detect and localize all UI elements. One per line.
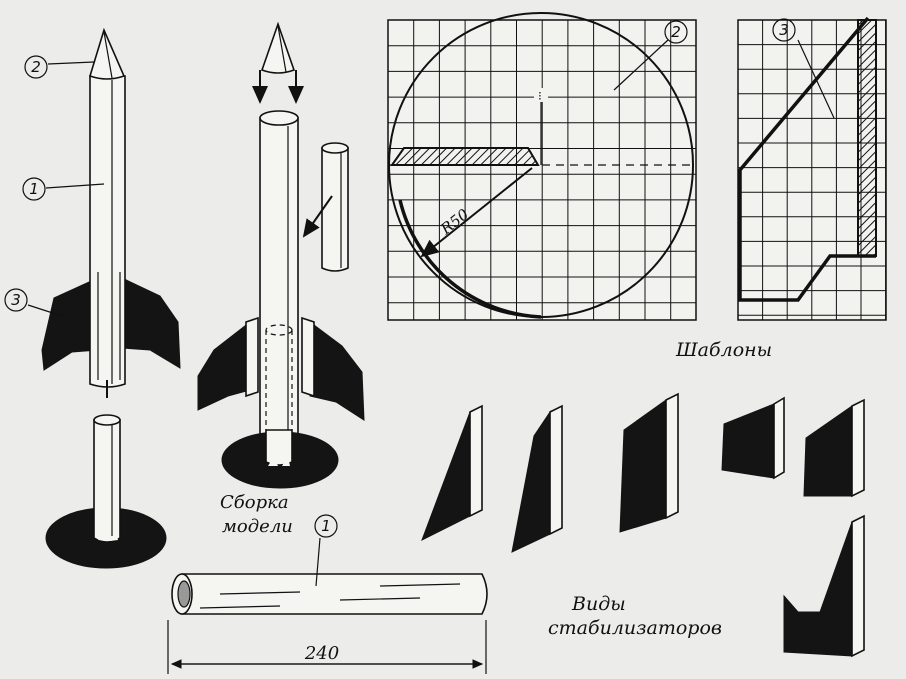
svg-text:1: 1 [321,517,331,535]
svg-text:⁝: ⁝ [538,89,542,103]
assembly-view [197,21,365,489]
assembled-rocket: 2 1 3 [4,27,181,398]
callout-template-fin: 3 [772,18,796,42]
callout-body-tube: 1 [22,177,105,201]
assembly-label-line1: Сборка [220,492,289,513]
svg-text:2: 2 [671,23,681,41]
svg-text:1: 1 [29,180,39,198]
callout-nose-cone: 2 [24,55,95,79]
templates-label: Шаблоны [675,339,772,361]
assembly-coupler-tube [321,147,349,272]
fin-variant-6 [783,514,865,658]
fin-variant-2 [511,404,563,553]
callout-tube: 1 [314,514,338,587]
fin-variant-1 [421,404,483,542]
fin-variant-4 [721,396,785,480]
fins-label-line1: Виды [571,593,626,615]
callout-template-nose: 2 [613,20,688,91]
svg-text:3: 3 [11,291,21,309]
assembled-rocket-body-tube [89,75,126,388]
fin-template-outline [738,16,876,302]
assembled-rocket-fin-right [121,277,181,369]
assembly-fin-left [197,320,251,411]
assembly-nose-cone [260,21,296,74]
assembly-body-tube [259,117,299,439]
callout-fin: 3 [4,288,63,317]
template-grid-fin: 3 [737,16,887,321]
fins-label-line2: стабилизаторов [548,617,722,639]
svg-text:2: 2 [31,58,41,76]
svg-text:3: 3 [779,21,789,39]
assembly-label-line2: модели [222,516,293,537]
fin-variant-3 [619,392,679,533]
body-tube-drawing: 1 240 [167,514,488,674]
fin-variant-5 [803,398,865,498]
fin-variants [421,392,865,658]
dimension-length: 240 [304,643,339,664]
assembly-fin-right [309,321,365,421]
launch-stand-left [45,414,167,569]
template-grid-nose: ⁝ R50 2 [387,12,697,321]
assembled-rocket-nose-cone [89,27,126,80]
